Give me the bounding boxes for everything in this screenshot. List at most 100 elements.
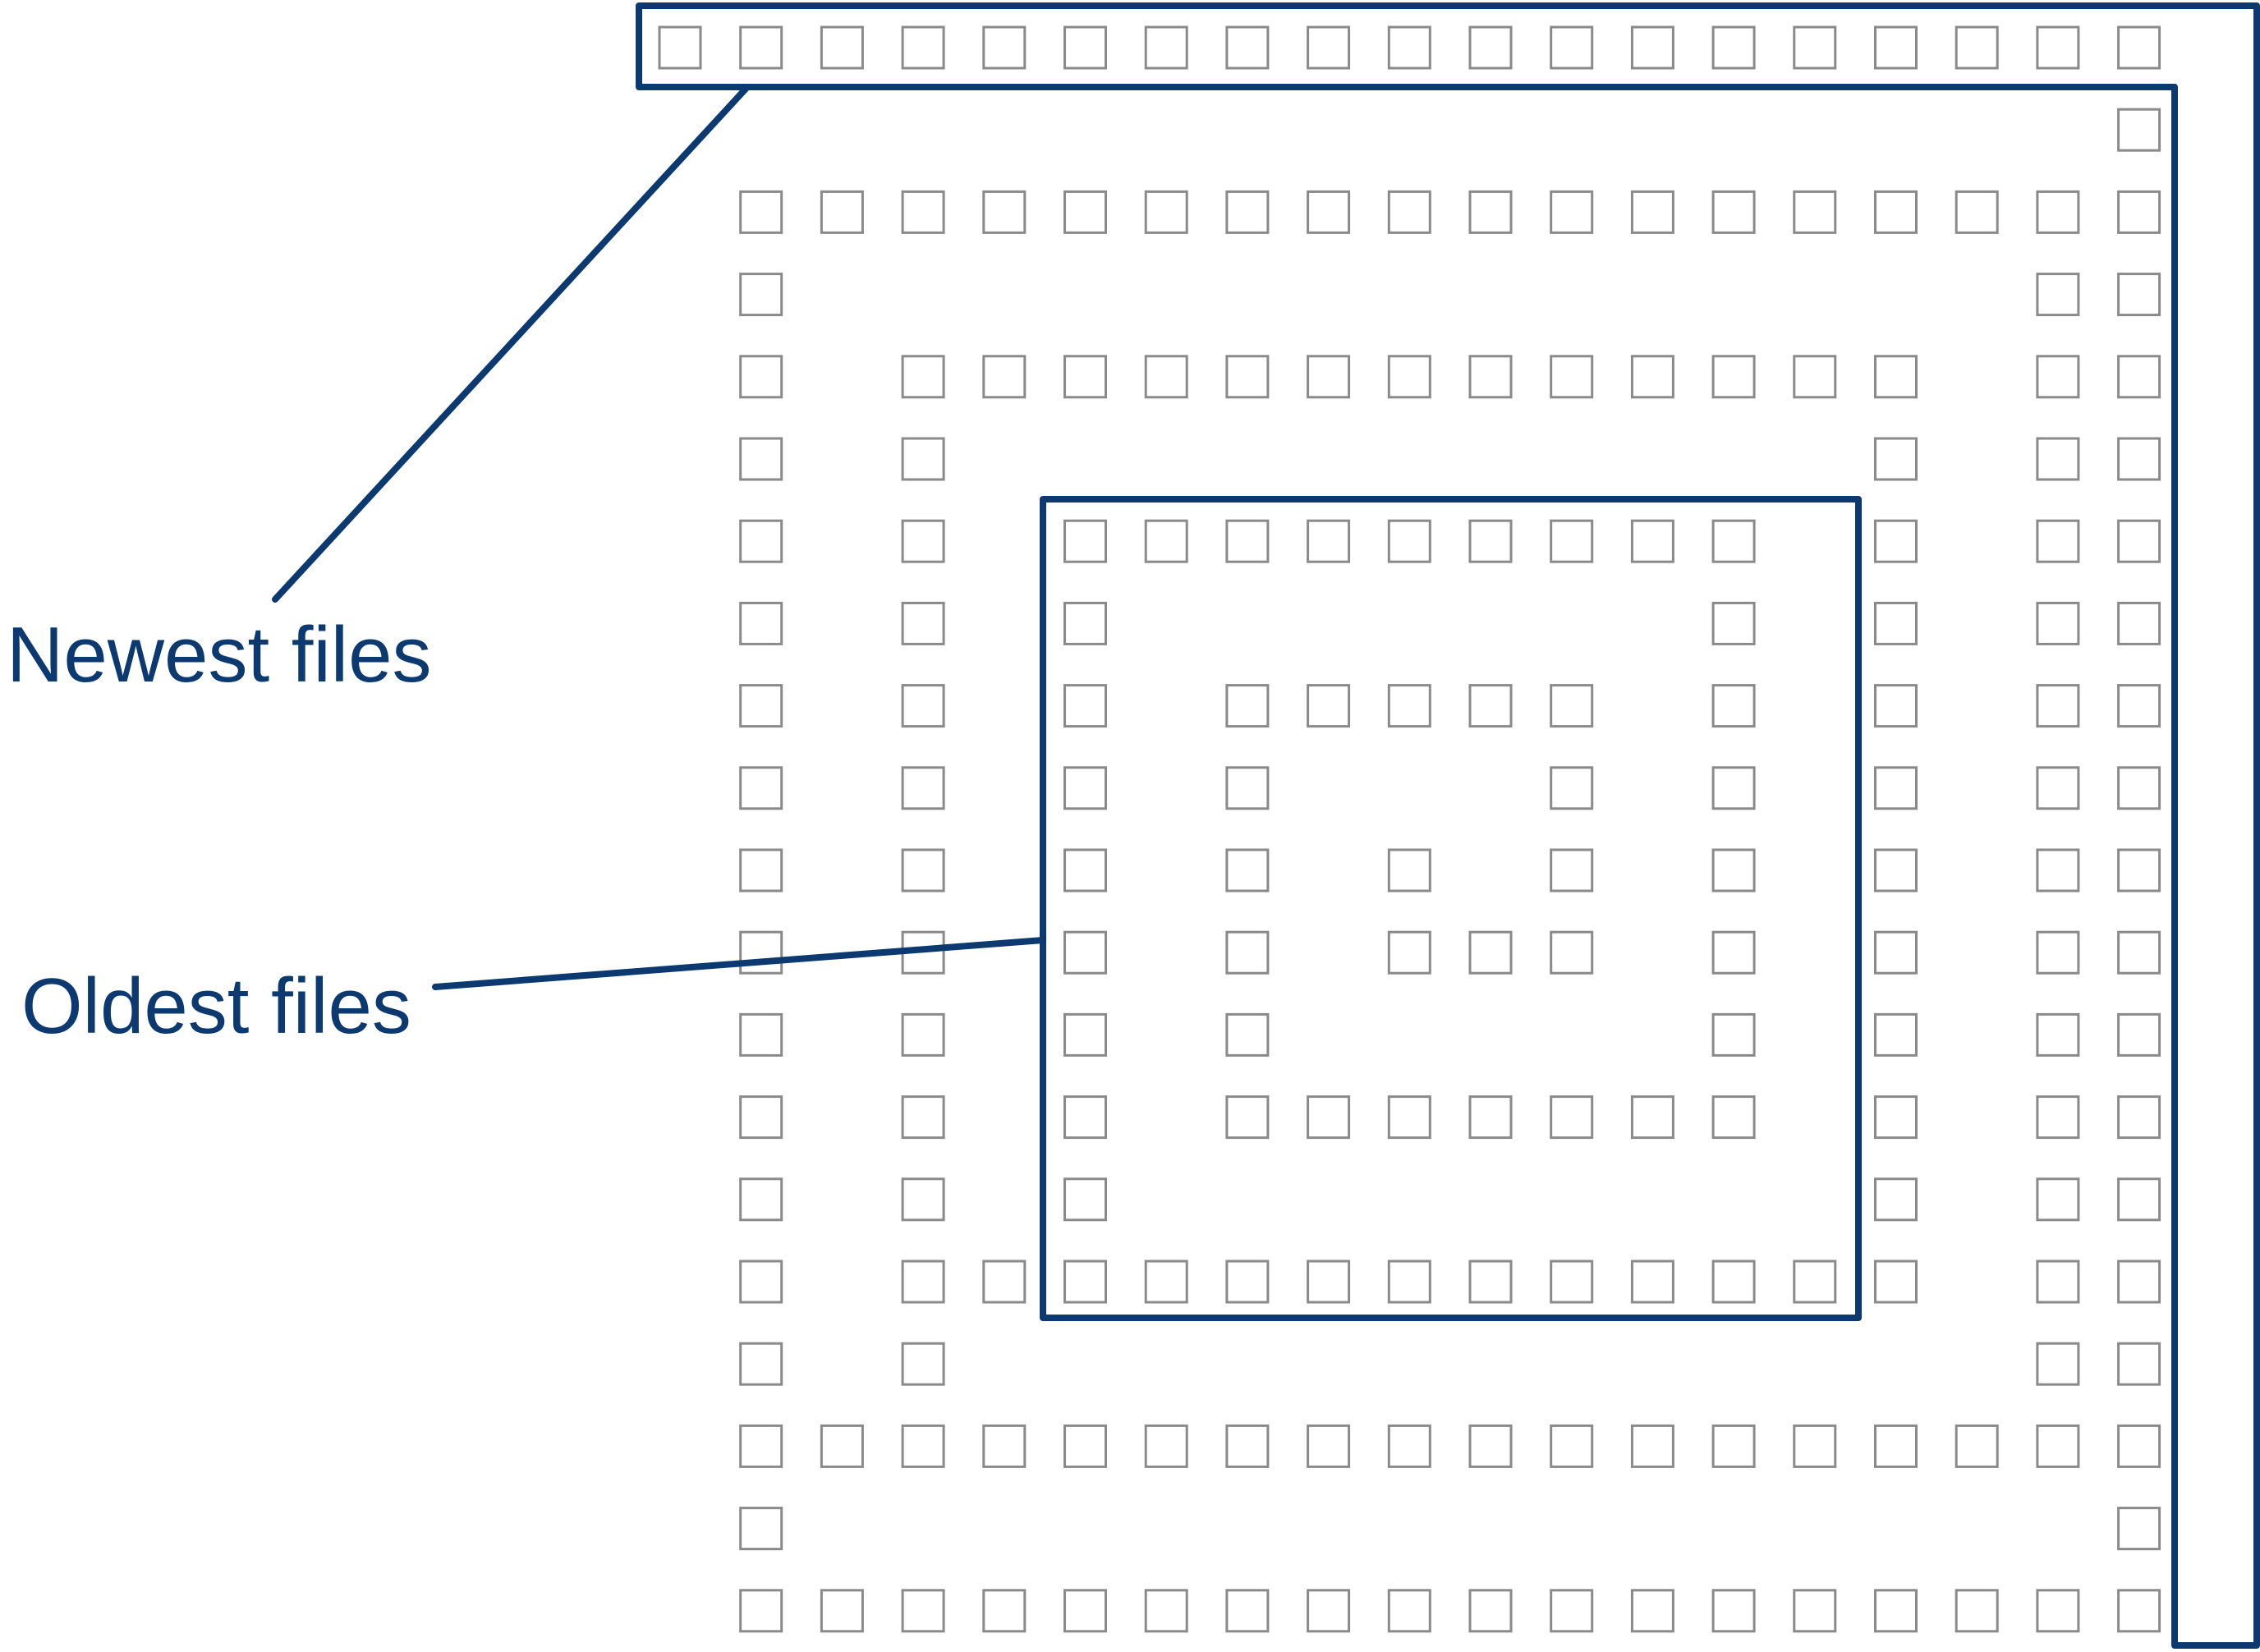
file-box xyxy=(1307,519,1351,563)
file-box xyxy=(1144,190,1188,234)
file-box xyxy=(1630,1424,1674,1468)
file-box xyxy=(1711,519,1756,563)
file-box xyxy=(820,1589,864,1633)
file-box xyxy=(1630,1589,1674,1633)
file-box xyxy=(1225,684,1270,728)
file-box xyxy=(1874,684,1918,728)
file-box xyxy=(2036,601,2080,645)
file-box xyxy=(901,355,945,399)
file-box xyxy=(1711,1260,1756,1304)
file-box xyxy=(1225,1012,1270,1057)
file-box xyxy=(1711,25,1756,70)
file-box xyxy=(2117,1342,2161,1386)
file-box xyxy=(1711,1012,1756,1057)
file-box xyxy=(1550,25,1594,70)
file-box xyxy=(1144,1589,1188,1633)
file-box xyxy=(1307,190,1351,234)
file-box xyxy=(1468,190,1513,234)
file-box xyxy=(1063,519,1107,563)
file-box xyxy=(1955,1589,1999,1633)
file-box xyxy=(1063,684,1107,728)
file-box xyxy=(982,25,1027,70)
file-box xyxy=(1063,1424,1107,1468)
file-box xyxy=(1063,1095,1107,1140)
file-box xyxy=(739,1507,783,1551)
file-box xyxy=(982,1589,1027,1633)
file-box xyxy=(1063,25,1107,70)
file-box xyxy=(739,1260,783,1304)
file-box xyxy=(1711,930,1756,975)
file-box xyxy=(1468,1589,1513,1633)
newest-files-outline xyxy=(636,2,2260,1649)
file-box xyxy=(1711,190,1756,234)
file-box xyxy=(1630,355,1674,399)
file-box xyxy=(1711,1589,1756,1633)
file-box xyxy=(1063,355,1107,399)
file-box xyxy=(739,190,783,234)
file-box xyxy=(739,601,783,645)
file-box xyxy=(1387,1095,1431,1140)
file-box xyxy=(658,25,702,70)
file-box xyxy=(2117,519,2161,563)
file-box xyxy=(1144,1260,1188,1304)
file-box xyxy=(1874,1424,1918,1468)
file-box xyxy=(1793,190,1837,234)
file-box xyxy=(901,519,945,563)
file-box xyxy=(739,25,783,70)
file-box xyxy=(901,766,945,810)
file-box xyxy=(1874,601,1918,645)
file-box xyxy=(1630,519,1674,563)
file-box xyxy=(2117,108,2161,152)
file-box xyxy=(1307,684,1351,728)
file-box xyxy=(901,684,945,728)
file-box xyxy=(1630,1095,1674,1140)
file-box xyxy=(2036,25,2080,70)
file-box xyxy=(739,1589,783,1633)
newest-files-leader-line xyxy=(272,84,751,603)
file-box xyxy=(1307,1260,1351,1304)
file-box xyxy=(1793,355,1837,399)
file-box xyxy=(1387,1589,1431,1633)
file-box xyxy=(1711,601,1756,645)
file-box xyxy=(1955,190,1999,234)
oldest-files-label: Oldest files xyxy=(21,962,411,1050)
file-box xyxy=(2036,273,2080,317)
file-box xyxy=(1468,1424,1513,1468)
file-box xyxy=(1225,190,1270,234)
file-box xyxy=(2036,355,2080,399)
file-box xyxy=(1063,601,1107,645)
file-box xyxy=(1063,1012,1107,1057)
file-box xyxy=(1307,25,1351,70)
file-box xyxy=(901,601,945,645)
file-box xyxy=(1387,1424,1431,1468)
file-box xyxy=(1874,1260,1918,1304)
file-box xyxy=(1468,684,1513,728)
file-box xyxy=(1874,930,1918,975)
file-box xyxy=(820,190,864,234)
file-box xyxy=(1550,766,1594,810)
file-box xyxy=(1550,1095,1594,1140)
file-box xyxy=(1793,1424,1837,1468)
file-box xyxy=(901,1424,945,1468)
file-box xyxy=(1711,1424,1756,1468)
file-box xyxy=(982,1260,1027,1304)
file-box xyxy=(1225,1095,1270,1140)
file-box xyxy=(1874,1177,1918,1222)
file-box xyxy=(1630,190,1674,234)
file-box xyxy=(820,1424,864,1468)
file-box xyxy=(1144,519,1188,563)
file-box xyxy=(901,1095,945,1140)
file-box xyxy=(1225,930,1270,975)
file-box xyxy=(1711,766,1756,810)
file-box xyxy=(739,355,783,399)
newest-files-label: Newest files xyxy=(7,611,432,699)
file-box xyxy=(1874,766,1918,810)
file-box xyxy=(739,684,783,728)
file-box xyxy=(1874,190,1918,234)
file-box xyxy=(739,1424,783,1468)
file-box xyxy=(1468,519,1513,563)
file-box xyxy=(1955,1424,1999,1468)
file-box xyxy=(2036,437,2080,481)
file-box xyxy=(1225,766,1270,810)
file-box xyxy=(1307,1589,1351,1633)
